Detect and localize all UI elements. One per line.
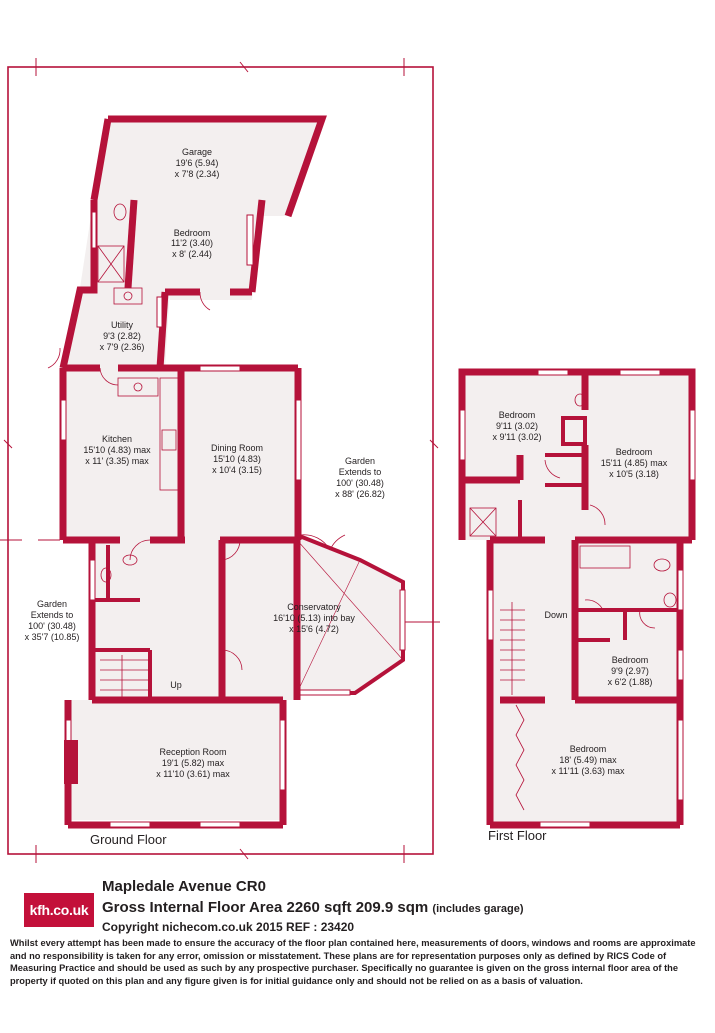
room-reception: Reception Room 19'1 (5.82) max x 11'10 (… xyxy=(156,747,230,779)
room-name: Dining Room xyxy=(211,443,263,453)
room-dim: 16'10 (5.13) into bay xyxy=(273,613,355,623)
room-dim: x 10'4 (3.15) xyxy=(212,465,262,475)
conservatory-diagonals xyxy=(296,539,404,694)
room-dim: x 6'2 (1.88) xyxy=(608,677,653,687)
ground-floor-label: Ground Floor xyxy=(90,832,167,847)
room-bedroom-1: Bedroom 9'11 (3.02) x 9'11 (3.02) xyxy=(492,410,541,442)
plot-boundary xyxy=(7,66,434,855)
room-dim: x 11' (3.35) max xyxy=(85,456,149,466)
garden-line: 100' (30.48) xyxy=(336,478,384,488)
room-dim: 15'10 (4.83) xyxy=(213,454,261,464)
room-bedroom-gf: Bedroom 11'2 (3.40) x 8' (2.44) xyxy=(171,228,213,259)
room-conservatory: Conservatory 16'10 (5.13) into bay x 15'… xyxy=(273,602,355,634)
garden-line: 100' (30.48) xyxy=(28,621,76,631)
room-dim: 18' (5.49) max xyxy=(559,755,617,765)
room-dim: x 9'11 (3.02) xyxy=(492,432,541,442)
garden-line: Extends to xyxy=(31,610,74,620)
fireplace xyxy=(64,740,78,784)
room-name: Conservatory xyxy=(287,602,341,612)
room-dim: 19'1 (5.82) max xyxy=(162,758,225,768)
room-dim: 11'2 (3.40) xyxy=(171,238,213,248)
room-kitchen: Kitchen 15'10 (4.83) max x 11' (3.35) ma… xyxy=(83,434,151,466)
disclaimer: Whilst every attempt has been made to en… xyxy=(10,938,696,986)
room-name: Bedroom xyxy=(616,447,653,457)
first-floor-fixtures xyxy=(469,393,677,811)
floor-area-value: Gross Internal Floor Area 2260 sqft 209.… xyxy=(102,899,429,916)
room-dim: x 11'11 (3.63) max xyxy=(552,766,625,776)
garden-line: x 35'7 (10.85) xyxy=(25,632,80,642)
room-name: Bedroom xyxy=(174,228,211,238)
room-dim: x 10'5 (3.18) xyxy=(609,469,659,479)
floor-area: Gross Internal Floor Area 2260 sqft 209.… xyxy=(102,899,524,916)
room-name: Bedroom xyxy=(499,410,536,420)
room-bedroom-4: Bedroom 18' (5.49) max x 11'11 (3.63) ma… xyxy=(552,744,625,776)
room-dim: 9'11 (3.02) xyxy=(496,421,538,431)
garden-left: Garden Extends to 100' (30.48) x 35'7 (1… xyxy=(25,599,80,642)
property-address: Mapledale Avenue CR0 xyxy=(102,878,266,895)
room-utility: Utility 9'3 (2.82) x 7'9 (2.36) xyxy=(100,320,145,352)
room-name: Bedroom xyxy=(570,744,607,754)
ground-floor-fills xyxy=(63,119,403,820)
room-dim: x 11'10 (3.61) max xyxy=(156,769,230,779)
floor-area-note: (includes garage) xyxy=(432,903,524,915)
floor-plan: Garage 19'6 (5.94) x 7'8 (2.34) Bedroom … xyxy=(0,58,696,863)
first-floor-label: First Floor xyxy=(488,828,547,843)
garden-right: Garden Extends to 100' (30.48) x 88' (26… xyxy=(335,456,385,499)
garden-name: Garden xyxy=(345,456,375,466)
room-dim: 15'11 (4.85) max xyxy=(601,458,668,468)
copyright: Copyright nichecom.co.uk 2015 REF : 2342… xyxy=(102,920,355,934)
room-name: Garage xyxy=(182,147,212,157)
room-name: Bedroom xyxy=(612,655,649,665)
room-dim: x 8' (2.44) xyxy=(172,249,212,259)
staircase xyxy=(100,655,150,698)
room-dim: 9'9 (2.97) xyxy=(611,666,649,676)
room-bedroom-2: Bedroom 15'11 (4.85) max x 10'5 (3.18) xyxy=(601,447,668,479)
stairs-down-label: Down xyxy=(544,610,567,620)
room-dining: Dining Room 15'10 (4.83) x 10'4 (3.15) xyxy=(211,443,263,475)
windows xyxy=(60,211,406,828)
room-dim: 15'10 (4.83) max xyxy=(83,445,151,455)
room-dim: x 15'6 (4.72) xyxy=(289,624,339,634)
room-garage: Garage 19'6 (5.94) x 7'8 (2.34) xyxy=(175,147,220,179)
dimension-ticks xyxy=(0,58,440,863)
first-floor-thin-walls xyxy=(518,416,680,642)
room-name: Reception Room xyxy=(159,747,226,757)
kfh-logo: kfh.co.uk xyxy=(24,893,94,927)
room-bedroom-3: Bedroom 9'9 (2.97) x 6'2 (1.88) xyxy=(608,655,653,687)
first-floor-windows xyxy=(459,369,696,828)
room-name: Utility xyxy=(111,320,133,330)
room-name: Kitchen xyxy=(102,434,132,444)
room-dim: 9'3 (2.82) xyxy=(103,331,141,341)
room-dim: x 7'9 (2.36) xyxy=(100,342,145,352)
ground-floor-fixtures xyxy=(47,203,346,671)
room-dim: 19'6 (5.94) xyxy=(176,158,219,168)
stairs-up-label: Up xyxy=(170,680,182,690)
garden-line: Extends to xyxy=(339,467,382,477)
room-dim: x 7'8 (2.34) xyxy=(175,169,220,179)
garden-line: x 88' (26.82) xyxy=(335,489,385,499)
garden-name: Garden xyxy=(37,599,67,609)
